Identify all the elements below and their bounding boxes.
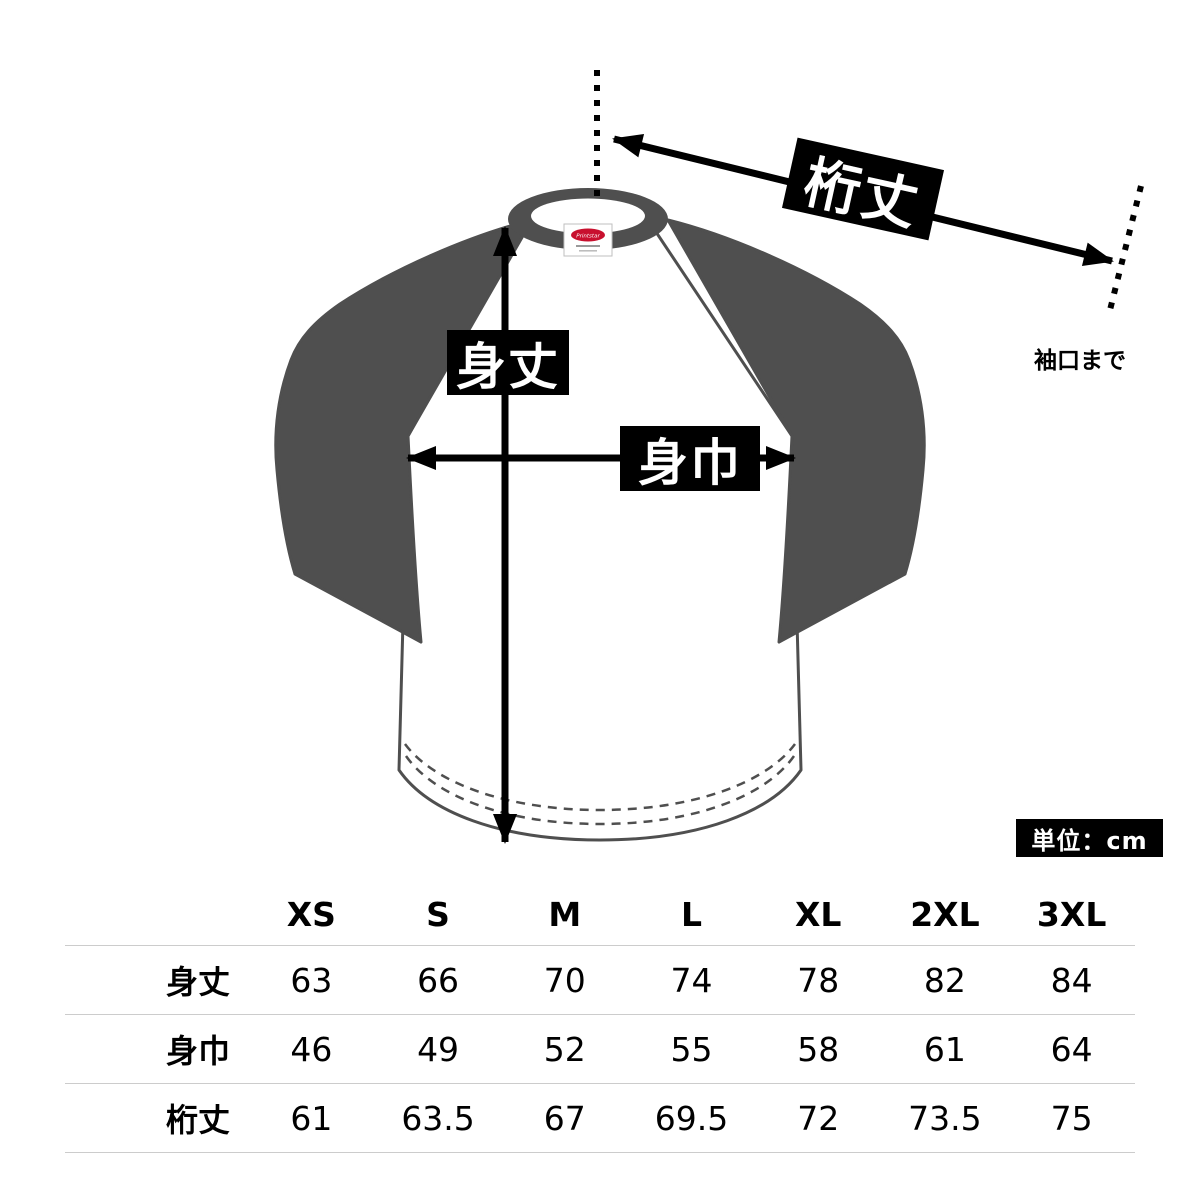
body-width-label: 身巾 — [620, 426, 760, 492]
tshirt-right-sleeve — [666, 218, 926, 644]
size-cell: 70 — [543, 960, 586, 1000]
size-column-header: 3XL — [1036, 894, 1107, 934]
size-cell: 72 — [797, 1098, 840, 1138]
size-cell: 73.5 — [908, 1098, 982, 1138]
size-cell: 61 — [290, 1098, 333, 1138]
to-cuff-note: 袖口まで — [1034, 348, 1126, 374]
size-cell: 75 — [1050, 1098, 1093, 1138]
size-column-header: M — [548, 894, 582, 934]
size-row-label: 桁丈 — [165, 1101, 230, 1139]
size-cell: 49 — [417, 1029, 460, 1069]
hem-stitch-line — [403, 743, 797, 812]
size-cell: 63 — [290, 960, 333, 1000]
size-column-header: L — [680, 894, 702, 934]
size-column-header: S — [426, 894, 450, 934]
size-cell: 84 — [1050, 960, 1093, 1000]
cuff-guide-dots — [1106, 185, 1144, 315]
size-cell: 64 — [1050, 1029, 1093, 1069]
size-cell: 61 — [923, 1029, 966, 1069]
size-cell: 58 — [797, 1029, 840, 1069]
size-cell: 82 — [923, 960, 966, 1000]
table-row: 身巾 46 49 52 55 58 61 64 — [65, 1014, 1135, 1083]
size-row-label: 身丈 — [165, 963, 230, 1001]
size-table-corner — [65, 883, 248, 945]
size-cell: 55 — [670, 1029, 713, 1069]
size-column-header: XS — [286, 894, 336, 934]
unit-badge: 単位：cm — [1016, 819, 1163, 857]
table-row: XS S M L XL 2XL 3XL — [65, 883, 1135, 945]
table-row: 桁丈 61 63.5 67 69.5 72 73.5 75 — [65, 1083, 1135, 1152]
size-cell: 52 — [543, 1029, 586, 1069]
size-cell: 66 — [417, 960, 460, 1000]
body-length-label: 身丈 — [447, 330, 569, 396]
size-cell: 74 — [670, 960, 713, 1000]
size-table: XS S M L XL 2XL 3XL 身丈 63 66 70 74 78 82 84 身巾 46 49 52 55 5… — [65, 883, 1135, 1153]
brand-tag: Printstar — [563, 223, 613, 257]
size-column-header: XL — [794, 894, 842, 934]
size-row-label: 身巾 — [165, 1032, 230, 1070]
size-cell: 78 — [797, 960, 840, 1000]
hem-stitch-line — [404, 755, 796, 826]
size-cell: 67 — [543, 1098, 586, 1138]
table-row: 身丈 63 66 70 74 78 82 84 — [65, 945, 1135, 1014]
size-cell: 46 — [290, 1029, 333, 1069]
brand-tag-text: Printstar — [576, 234, 600, 240]
size-cell: 69.5 — [654, 1098, 729, 1138]
tshirt-left-sleeve — [274, 218, 534, 644]
size-column-header: 2XL — [910, 894, 980, 934]
size-cell: 63.5 — [401, 1098, 475, 1138]
